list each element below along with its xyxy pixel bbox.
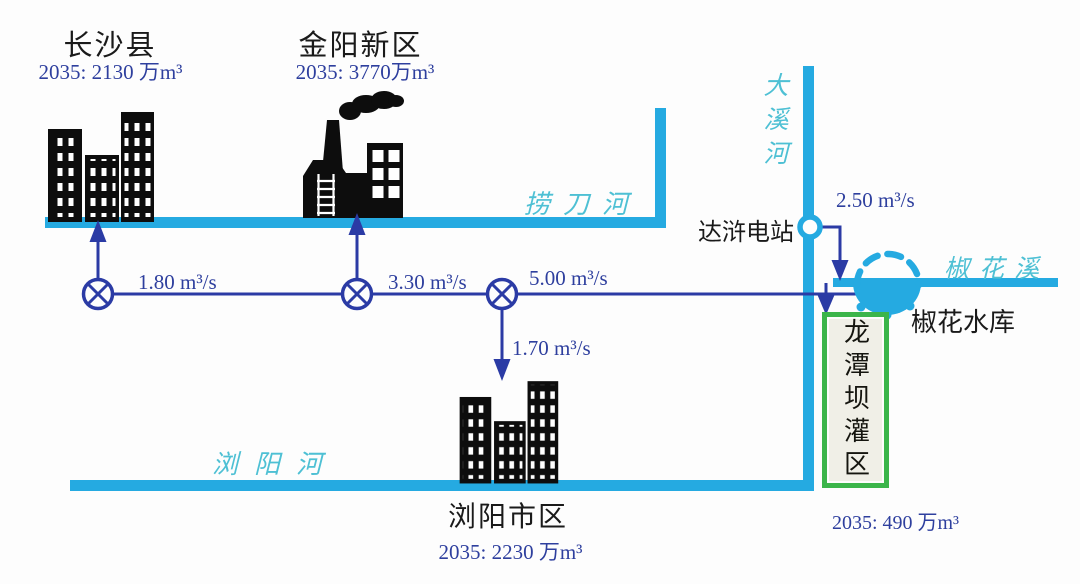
changsha-name-label: 长沙县 <box>63 30 157 62</box>
valve-icon-liuyang <box>485 277 519 311</box>
liuyang-city-icon <box>459 381 559 484</box>
release-flow-label: 2.50 m³/s <box>836 188 915 212</box>
changsha-demand-label: 2035: 2130 万m³ <box>38 60 183 84</box>
dahu-station-node <box>797 214 823 240</box>
liuyang-river-label: 浏阳河 <box>212 449 339 479</box>
flow-label-jinyang: 3.30 m³/s <box>388 270 467 294</box>
jiaohua-reservoir-label: 椒花水库 <box>911 307 1016 337</box>
jinyang-demand-label: 2035: 3770万m³ <box>295 60 435 84</box>
dahu-station-label: 达浒电站 <box>698 219 794 246</box>
laodao-river-label: 捞刀河 <box>524 189 642 219</box>
daxi-river-label: 大溪河 <box>760 72 788 174</box>
jiaohua-stream-label: 椒花溪 <box>944 255 1050 283</box>
changsha-city-icon <box>48 112 154 222</box>
flow-label-liuyang: 1.70 m³/s <box>512 336 591 360</box>
release-arrow-dahu <box>818 225 849 281</box>
flow-label-changsha: 1.80 m³/s <box>138 270 217 294</box>
valve-icon-changsha <box>81 277 115 311</box>
laodao-river-line <box>45 108 666 228</box>
supply-arrow-irrigation <box>817 283 835 315</box>
irrigation-demand-label: 2035: 490 万m³ <box>831 512 960 534</box>
irrigation-area-label: 龙潭坝灌区 <box>840 317 871 483</box>
supply-arrow-jinyang <box>348 213 366 279</box>
liuyang-demand-label: 2035: 2230 万m³ <box>438 540 583 564</box>
irrigation-area-box: 龙潭坝灌区 <box>822 312 889 488</box>
valve-icon-jinyang <box>340 277 374 311</box>
jiaohua-reservoir-icon <box>853 250 923 320</box>
jinyang-factory-icon <box>303 91 404 218</box>
supply-arrow-liuyang <box>493 309 511 381</box>
liuyang-name-label: 浏阳市区 <box>447 501 568 532</box>
jinyang-name-label: 金阳新区 <box>298 30 423 62</box>
supply-arrow-changsha <box>89 220 107 279</box>
flow-label-main: 5.00 m³/s <box>529 266 608 290</box>
